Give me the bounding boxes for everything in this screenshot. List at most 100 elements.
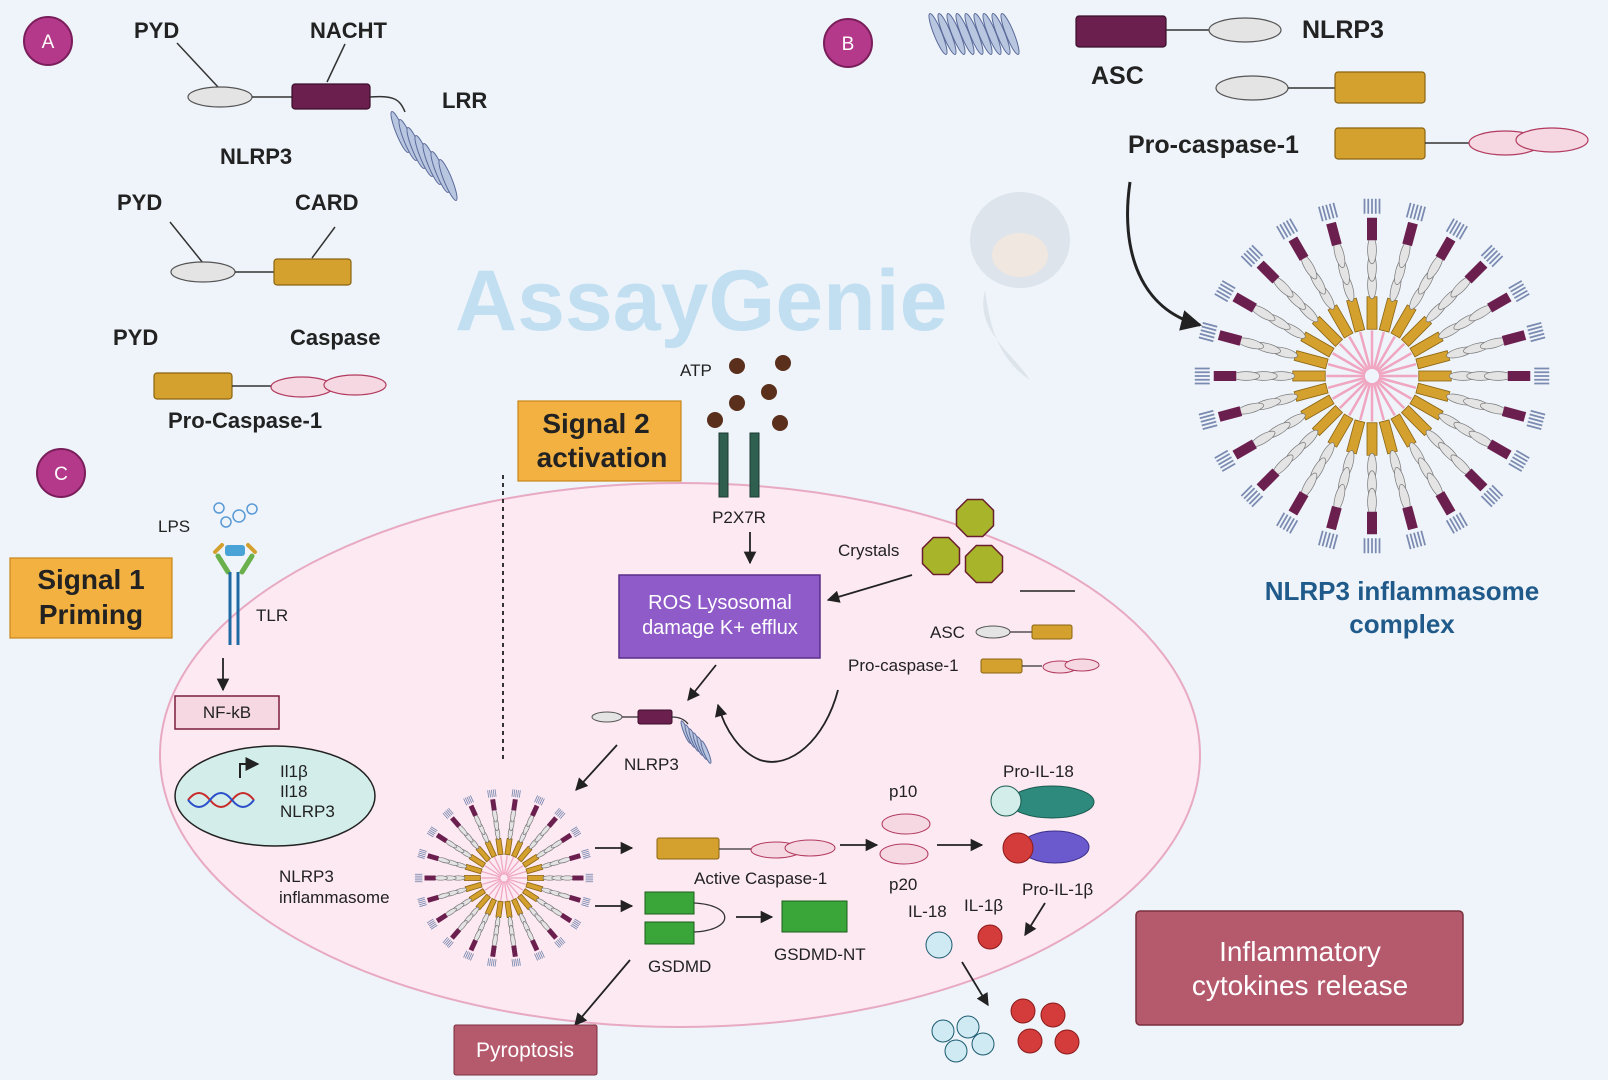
lrr-coil <box>558 938 565 945</box>
lrr-coil <box>1332 202 1339 218</box>
crystal <box>964 544 1004 584</box>
lrr-coil <box>1198 409 1214 416</box>
release-arrow <box>961 961 989 1007</box>
core-filament <box>484 865 502 877</box>
cell-nlrp3-label: NLRP3 <box>624 755 679 774</box>
active-casp-label: Active Caspase-1 <box>694 869 827 888</box>
core-filament <box>1376 380 1406 410</box>
nacht-domain <box>1402 505 1418 531</box>
cell-membrane <box>159 482 1201 1028</box>
pro-il18-label: Pro-IL-18 <box>1003 762 1074 781</box>
nacht-domain <box>450 816 462 828</box>
lrr-coil <box>1405 534 1412 550</box>
lrr-coil <box>1449 517 1459 532</box>
lrr-coil <box>1200 329 1216 335</box>
procasp-domain-structure: PYD Caspase Pro-Caspase-1 <box>113 325 387 433</box>
nacht-domain <box>530 939 540 952</box>
lrr-coil <box>1000 13 1020 55</box>
nlrp3-lrr-label: LRR <box>442 88 487 113</box>
lrr-coil <box>1449 220 1459 235</box>
core-filament <box>488 880 503 896</box>
asc-pyd-label: PYD <box>117 190 162 215</box>
lrr-coil <box>700 740 712 764</box>
lrr-coil <box>1491 484 1504 497</box>
lrr-coil <box>1240 484 1253 497</box>
lrr-coil <box>438 159 458 201</box>
core-filament <box>1377 352 1413 374</box>
core-filament <box>507 870 527 878</box>
lrr-coil <box>445 939 451 946</box>
nacht-domain <box>427 894 440 903</box>
nacht-domain <box>1075 15 1167 48</box>
lrr-coil <box>418 902 427 906</box>
lrr-coil <box>1508 280 1523 290</box>
lrr-coil <box>1328 203 1335 219</box>
core-filament <box>505 860 520 876</box>
lrr-coil <box>513 789 516 797</box>
il1b-label: IL-1β <box>964 896 1003 915</box>
lrr-coil <box>1420 206 1426 222</box>
lrr-coil <box>1325 532 1331 548</box>
genie-logo-icon-tail <box>983 290 1030 380</box>
complex-label-line1: NLRP3 inflammasome <box>1265 576 1540 606</box>
tlr-label: TLR <box>256 606 288 625</box>
nacht-domain <box>435 912 448 924</box>
lrr-coil <box>466 796 471 804</box>
pyd-domain <box>1208 17 1282 43</box>
lrr-coil <box>1198 336 1214 343</box>
lrr-coil <box>572 921 580 927</box>
pyd-domain <box>170 261 236 283</box>
panel-a-badge-label: A <box>42 32 55 53</box>
lrr-coil <box>1530 336 1546 343</box>
p10-label: p10 <box>889 782 917 801</box>
lrr-domain <box>390 111 458 201</box>
lrr-coil <box>1214 293 1229 303</box>
lrr-coil <box>573 831 581 836</box>
nacht-domain <box>450 928 462 940</box>
caspase-domain-p10 <box>323 374 387 396</box>
lrr-domain <box>680 720 712 764</box>
lrr-coil <box>513 959 516 967</box>
lrr-coil <box>419 848 427 852</box>
nacht-domain <box>560 912 573 924</box>
lrr-coil <box>469 795 474 803</box>
lrr-coil <box>1202 424 1218 430</box>
lrr-coil <box>1445 218 1455 233</box>
lrr-coil <box>1201 420 1217 427</box>
p20-subunit <box>879 843 929 865</box>
core-filament <box>503 855 508 875</box>
nacht-domain <box>1402 221 1418 247</box>
ros-box <box>618 574 821 659</box>
lrr-coil <box>1510 459 1525 469</box>
core-filament <box>1374 335 1396 371</box>
recruitment-curve-arrow <box>714 689 839 763</box>
lrr-coil <box>559 936 566 944</box>
lrr-coil <box>1219 283 1234 293</box>
lrr-coil <box>1199 332 1215 339</box>
lrr-coil <box>1445 519 1455 534</box>
lrr-coil <box>1528 417 1544 423</box>
core-filament <box>1378 376 1417 389</box>
lrr-coil <box>487 790 490 798</box>
card-domain <box>1031 624 1073 640</box>
panel-b-procasp-label: Pro-caspase-1 <box>1128 131 1299 159</box>
pyd-domain <box>1231 371 1261 381</box>
cytokines-release-box <box>1135 910 1464 1026</box>
lrr-coil <box>1282 516 1292 530</box>
gsdmd-nt-label: GSDMD-NT <box>774 945 866 964</box>
lrr-coil <box>1480 495 1493 508</box>
nacht-domain <box>560 832 573 844</box>
lrr-coil <box>429 827 437 833</box>
lrr-coil <box>448 807 454 815</box>
nacht-domain <box>1487 439 1512 460</box>
core-filament <box>1359 331 1372 370</box>
tlr-receptor-icon <box>213 543 257 645</box>
panel-b-badge <box>823 18 873 68</box>
lrr-coil <box>468 796 473 804</box>
card-domain <box>463 875 481 881</box>
core-filament <box>504 880 515 900</box>
lrr-coil <box>1529 332 1545 339</box>
crystals-label: Crystals <box>838 541 899 560</box>
procasp-pyd-label: PYD <box>113 325 158 350</box>
